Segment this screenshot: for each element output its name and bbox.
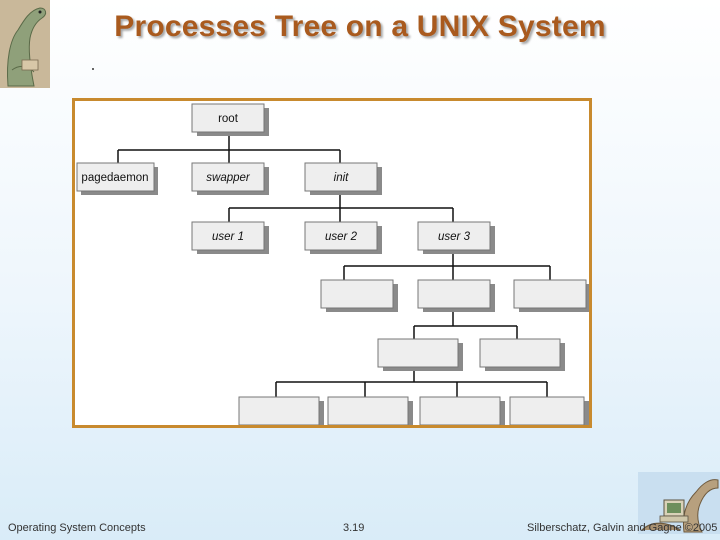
node-level5-3 <box>419 396 505 425</box>
dinosaur-logo-icon <box>0 0 50 88</box>
node-level3-middle <box>417 279 495 312</box>
connectors-level3 <box>413 310 518 339</box>
node-user2: user 2 <box>304 221 382 254</box>
node-init-label: init <box>334 172 350 184</box>
node-user1-label: user 1 <box>212 231 244 243</box>
node-level5-4 <box>509 396 589 425</box>
footer-copyright: Silberschatz, Galvin and Gagne ©2005 <box>527 522 718 534</box>
connectors-init <box>228 193 454 222</box>
connectors-root <box>117 134 341 163</box>
node-level3-left <box>320 279 398 312</box>
node-pagedaemon-label: pagedaemon <box>81 172 148 184</box>
node-level4-right <box>479 338 565 371</box>
node-level5-1 <box>238 396 324 425</box>
node-level4-left <box>377 338 463 371</box>
connectors-user3 <box>343 252 551 280</box>
node-pagedaemon: pagedaemon <box>76 162 158 195</box>
node-level5-2 <box>327 396 413 425</box>
dinosaur-computer-icon <box>638 472 720 534</box>
process-tree-diagram: .box { fill: #eeeeee; stroke: #777777; s… <box>76 103 589 425</box>
diagram-frame: .box { fill: #eeeeee; stroke: #777777; s… <box>72 98 592 428</box>
node-user3: user 3 <box>417 221 495 254</box>
stray-dot <box>92 68 94 70</box>
node-init: init <box>304 162 382 195</box>
node-swapper: swapper <box>191 162 269 195</box>
node-user1: user 1 <box>191 221 269 254</box>
page-title: Processes Tree on a UNIX System <box>114 10 606 43</box>
footer-slide-number: 3.19 <box>343 522 365 534</box>
node-user3-label: user 3 <box>438 231 471 243</box>
node-root-label: root <box>218 113 239 125</box>
node-level3-right <box>513 279 589 312</box>
node-root: root <box>191 103 269 136</box>
connectors-level4 <box>275 369 548 397</box>
node-swapper-label: swapper <box>206 172 251 184</box>
footer-course-name: Operating System Concepts <box>8 522 146 534</box>
node-user2-label: user 2 <box>325 231 358 243</box>
